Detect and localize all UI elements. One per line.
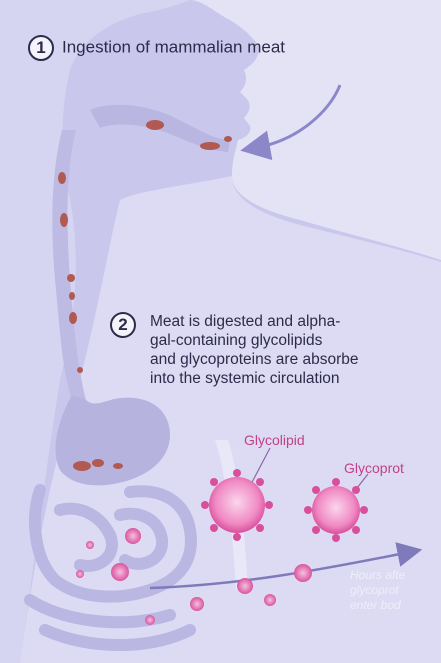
step-1-number: 1 — [28, 35, 54, 61]
glycoprotein-label: Glycoprot — [344, 460, 404, 476]
hours-note-line: Hours afte — [350, 568, 405, 583]
step-2-line: into the systemic circulation — [150, 369, 359, 388]
step-1-label: 1 Ingestion of mammalian meat — [28, 35, 285, 61]
glycolipid-label: Glycolipid — [244, 432, 305, 448]
step-2-number: 2 — [110, 312, 136, 338]
hours-note: Hours afte glycoprot enter bod — [350, 568, 405, 613]
step-2-line: and glycoproteins are absorbe — [150, 350, 359, 369]
step-2-line: gal-containing glycolipids — [150, 331, 359, 350]
hours-note-line: glycoprot — [350, 583, 405, 598]
step-2-line: Meat is digested and alpha- — [150, 312, 359, 331]
hours-note-line: enter bod — [350, 598, 405, 613]
step-1-text: Ingestion of mammalian meat — [62, 37, 285, 56]
step-2-text: Meat is digested and alpha- gal-containi… — [150, 312, 359, 388]
glycoprotein-molecule — [304, 478, 368, 542]
glycolipid-molecule — [201, 469, 273, 541]
